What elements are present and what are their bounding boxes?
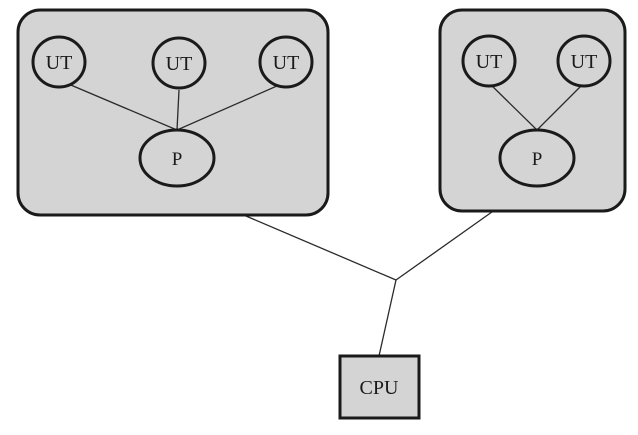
internal-p1-ut2 [176,89,180,131]
internal-p2-ut2 [536,82,585,131]
user-thread-label: UT [46,52,73,74]
user-thread-node: UT [151,36,207,90]
user-thread-label: UT [476,51,503,73]
internal-p2-ut1 [488,82,538,131]
user-thread-node: UT [258,35,314,89]
internal-connectors [58,79,585,131]
cpu-label: CPU [360,377,399,399]
connector-junction-cpu [378,279,397,357]
internal-p1-ut1 [58,79,178,131]
process-node: P [138,128,216,188]
user-thread-circle [31,35,87,89]
process-ellipse [498,128,576,188]
user-thread-node: UT [556,34,612,88]
user-thread-label: UT [273,52,300,74]
user-thread-node: UT [31,35,87,89]
process-container-1 [16,8,330,217]
process-label: P [172,149,183,170]
internal-p1-ut3 [176,81,287,131]
user-thread-label: UT [166,53,193,75]
process-box-1 [16,8,330,217]
user-thread-circle [461,34,517,88]
process-ellipse [138,128,216,188]
cpu-node: CPU [338,354,421,420]
cpu-box [338,354,421,420]
user-thread-node: UT [461,34,517,88]
user-thread-circle [258,35,314,89]
user-thread-circle [151,36,207,90]
process-label: P [532,149,543,170]
user-thread-label: UT [571,51,598,73]
user-thread-circle [556,34,612,88]
process-node: P [498,128,576,188]
